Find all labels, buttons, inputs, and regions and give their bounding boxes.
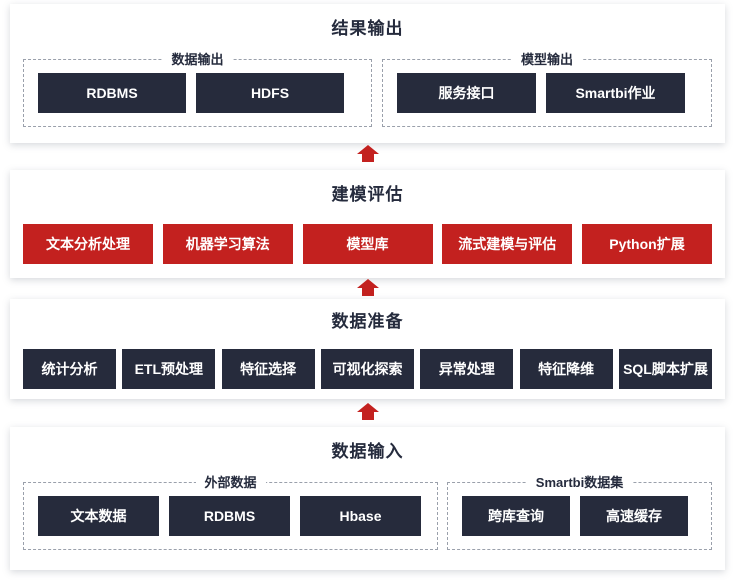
item-chip[interactable]: RDBMS [38, 73, 186, 113]
group-external-data: 外部数据 文本数据 RDBMS Hbase [23, 474, 438, 550]
group-items-smartbi-dataset: 跨库查询 高速缓存 [462, 496, 697, 536]
up-arrow-icon [356, 279, 379, 296]
stage-title-preparation: 数据准备 [331, 312, 404, 331]
item-chip[interactable]: 特征降维 [519, 349, 613, 389]
stage-panel-input: 数据输入 外部数据 文本数据 RDBMS Hbase Smartbi数据集 跨库… [10, 427, 725, 570]
item-chip[interactable]: RDBMS [169, 496, 290, 536]
item-chip[interactable]: Hbase [300, 496, 421, 536]
group-items-data-output: RDBMS HDFS [38, 73, 357, 113]
group-row-input: 外部数据 文本数据 RDBMS Hbase Smartbi数据集 跨库查询 高速… [23, 474, 712, 550]
group-data-output: 数据输出 RDBMS HDFS [23, 51, 372, 127]
group-label-external-data: 外部数据 [195, 474, 266, 491]
item-chip[interactable]: HDFS [196, 73, 344, 113]
item-chip[interactable]: 异常处理 [420, 349, 514, 389]
item-chip[interactable]: Python扩展 [582, 224, 712, 264]
group-row-output: 数据输出 RDBMS HDFS 模型输出 服务接口 Smartbi作业 [23, 51, 712, 127]
arrow-head [356, 145, 379, 154]
chip-row-preparation: 统计分析 ETL预处理 特征选择 可视化探索 异常处理 特征降维 SQL脚本扩展 [23, 349, 712, 389]
stage-panel-modeling: 建模评估 文本分析处理 机器学习算法 模型库 流式建模与评估 Python扩展 [10, 170, 725, 278]
stage-title-input: 数据输入 [331, 442, 404, 461]
group-label-data-output: 数据输出 [162, 51, 233, 68]
item-chip[interactable]: 文本分析处理 [23, 224, 153, 264]
item-chip[interactable]: Smartbi作业 [546, 73, 685, 113]
item-chip[interactable]: 机器学习算法 [162, 224, 293, 264]
group-label-smartbi-dataset: Smartbi数据集 [526, 474, 633, 491]
item-chip[interactable]: 服务接口 [397, 73, 536, 113]
item-chip[interactable]: 高速缓存 [580, 496, 688, 536]
arrow-shaft [361, 412, 374, 420]
group-label-model-output: 模型输出 [511, 51, 583, 68]
group-items-external-data: 文本数据 RDBMS Hbase [38, 496, 423, 536]
item-chip[interactable]: 流式建模与评估 [442, 224, 573, 264]
group-model-output: 模型输出 服务接口 Smartbi作业 [382, 51, 712, 127]
item-chip[interactable]: ETL预处理 [122, 349, 216, 389]
group-items-model-output: 服务接口 Smartbi作业 [397, 73, 697, 113]
arrow-shaft [361, 288, 374, 296]
arrow-head [356, 279, 379, 288]
stage-title-modeling: 建模评估 [331, 185, 404, 204]
up-arrow-icon [356, 145, 379, 162]
stage-title-output: 结果输出 [331, 19, 404, 38]
item-chip[interactable]: SQL脚本扩展 [618, 349, 712, 389]
chip-row-modeling: 文本分析处理 机器学习算法 模型库 流式建模与评估 Python扩展 [23, 224, 712, 264]
up-arrow-icon [356, 403, 379, 420]
arrow-head [356, 403, 379, 412]
arrow-shaft [361, 154, 374, 162]
item-chip[interactable]: 模型库 [302, 224, 433, 264]
item-chip[interactable]: 特征选择 [221, 349, 315, 389]
item-chip[interactable]: 可视化探索 [320, 349, 414, 389]
item-chip[interactable]: 统计分析 [23, 349, 116, 389]
item-chip[interactable]: 文本数据 [38, 496, 159, 536]
item-chip[interactable]: 跨库查询 [462, 496, 570, 536]
stage-panel-preparation: 数据准备 统计分析 ETL预处理 特征选择 可视化探索 异常处理 特征降维 SQ… [10, 299, 725, 399]
stage-panel-output: 结果输出 数据输出 RDBMS HDFS 模型输出 服务接口 Smartbi作业 [10, 4, 725, 143]
group-smartbi-dataset: Smartbi数据集 跨库查询 高速缓存 [447, 474, 712, 550]
